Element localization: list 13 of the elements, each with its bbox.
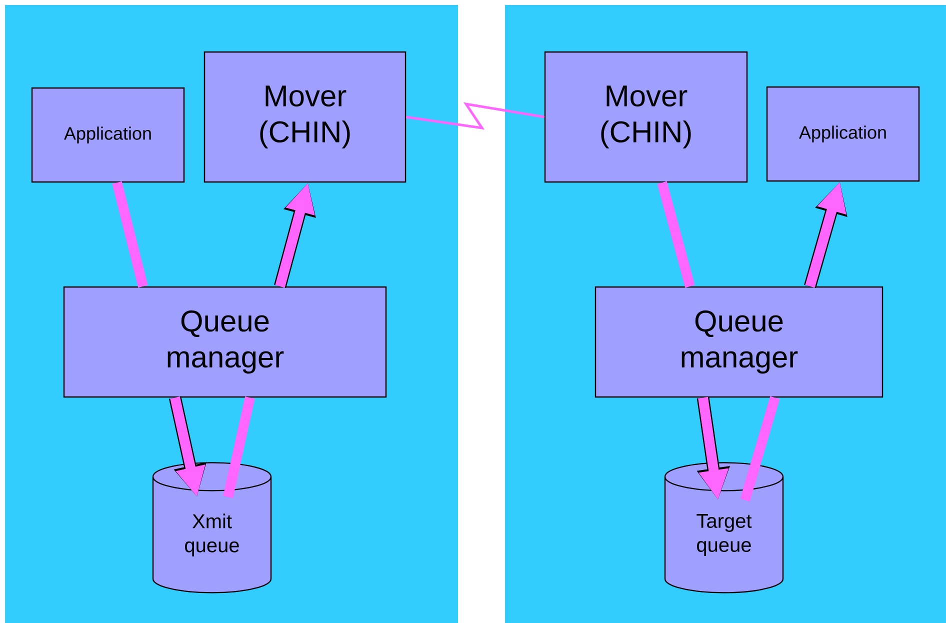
queue-manager-box: Queue manager — [63, 286, 387, 398]
connector — [740, 396, 780, 502]
application-box: Application — [31, 87, 185, 183]
mover-box: Mover (CHIN) — [544, 51, 748, 183]
queue-cylinder: Xmit queue — [152, 462, 272, 594]
mover-box: Mover (CHIN) — [204, 51, 406, 183]
lightning-link — [406, 102, 545, 130]
queue-cylinder: Target queue — [664, 462, 784, 594]
application-box: Application — [766, 86, 920, 182]
connector — [657, 181, 695, 288]
connector — [223, 396, 255, 498]
queue-manager-box: Queue manager — [594, 286, 884, 398]
connector — [112, 181, 148, 288]
